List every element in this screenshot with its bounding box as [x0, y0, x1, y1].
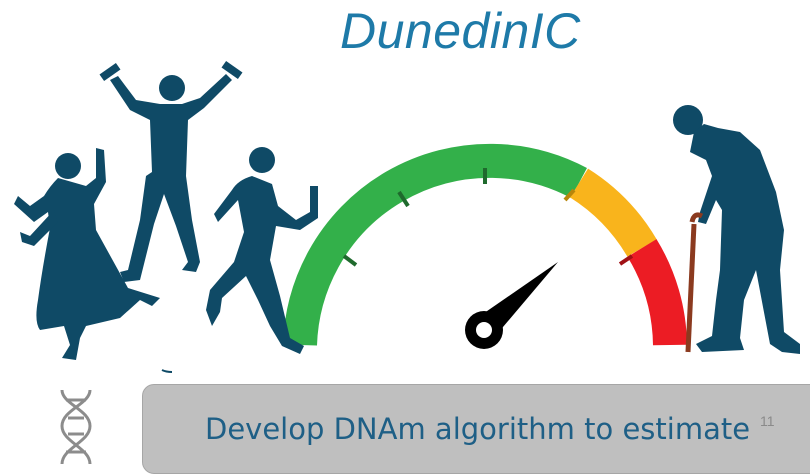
- dancing-woman-figure: [14, 148, 160, 360]
- goal-banner: [142, 384, 810, 474]
- elderly-man-figure: [673, 105, 800, 354]
- page-title: DunedinIC: [340, 3, 581, 59]
- goal-banner-text: Develop DNAm algorithm to estimate: [205, 412, 751, 446]
- dna-icon: [60, 390, 92, 465]
- slide-number: 11: [760, 413, 775, 429]
- gauge-needle: [465, 262, 558, 349]
- speedometer-gauge-icon: [283, 143, 687, 349]
- jumping-man-figure: [99, 60, 243, 282]
- running-woman-figure: [206, 147, 318, 354]
- decorative-mark: [161, 369, 173, 373]
